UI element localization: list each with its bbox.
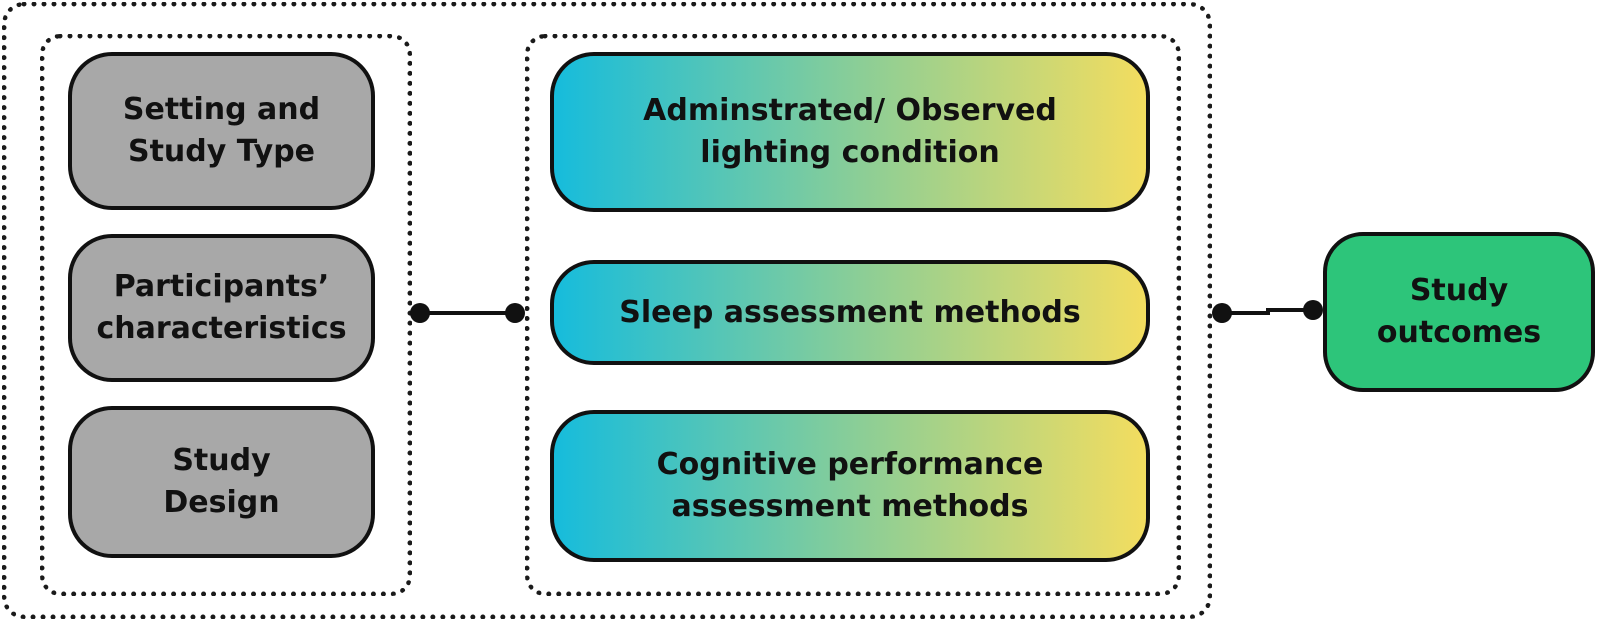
lighting-condition-box: Adminstrated/ Observed lighting conditio…	[550, 52, 1150, 212]
study-context-group	[40, 34, 412, 596]
cognitive-assessment-box: Cognitive performance assessment methods	[550, 410, 1150, 562]
outer-framework-group	[2, 2, 1212, 619]
connector-line	[1222, 308, 1313, 315]
study-design-box: Study Design	[68, 406, 375, 558]
connector-endpoint-dot	[1212, 303, 1232, 323]
sleep-assessment-box: Sleep assessment methods	[550, 260, 1150, 365]
connector-middle-outcomes	[1212, 300, 1323, 323]
connector-endpoint-dot	[1303, 300, 1323, 320]
setting-study-type-box: Setting and Study Type	[68, 52, 375, 210]
methods-group	[525, 34, 1181, 596]
participants-characteristics-box: Participants’ characteristics	[68, 234, 375, 382]
study-outcomes-box: Study outcomes	[1323, 232, 1595, 392]
